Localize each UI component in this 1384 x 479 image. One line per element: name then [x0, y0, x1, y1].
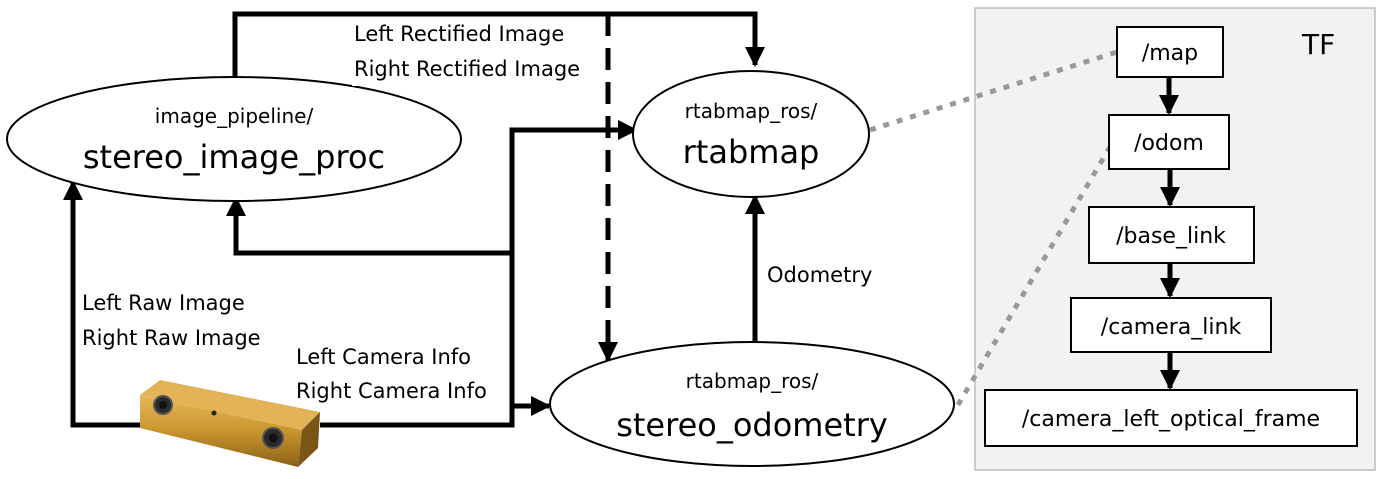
node-stereo-odometry: rtabmap_ros/ stereo_odometry	[549, 341, 955, 467]
edge-camera-info-to-image-proc	[226, 196, 512, 256]
tf-frame-camera-link: /camera_link	[1070, 297, 1272, 353]
tf-frame-label: /base_link	[1116, 224, 1226, 249]
tf-frame-odom: /odom	[1108, 114, 1230, 170]
odometry-edge-label: Odometry	[767, 263, 872, 287]
camera-info-right-label: Right Camera Info	[296, 379, 487, 403]
node-package-label: image_pipeline/	[155, 104, 314, 128]
node-stereo-image-proc: image_pipeline/ stereo_image_proc	[6, 76, 462, 202]
edge-rectified-to-rtabmap	[232, 11, 765, 77]
camera-info-left-label: Left Camera Info	[296, 345, 471, 369]
edge-raw-to-image-proc	[63, 180, 150, 428]
tf-frame-label: /camera_left_optical_frame	[1022, 407, 1320, 432]
tf-frame-camera-left-optical-frame: /camera_left_optical_frame	[984, 389, 1358, 447]
rectified-label-background	[352, 18, 602, 86]
raw-right-label: Right Raw Image	[82, 326, 261, 350]
node-rtabmap: rtabmap_ros/ rtabmap	[632, 70, 870, 198]
rectified-left-label: Left Rectified Image	[354, 22, 564, 46]
tf-frame-base-link: /base_link	[1088, 206, 1255, 264]
edge-camera-to-odometry	[320, 396, 551, 428]
tf-title: TF	[1301, 28, 1335, 61]
edge-camera-info-to-rtabmap	[509, 120, 638, 425]
node-name-label: stereo_odometry	[616, 406, 888, 444]
node-name-label: stereo_image_proc	[83, 138, 385, 176]
odometry-to-odom-dotted-line	[955, 133, 1120, 407]
node-package-label: rtabmap_ros/	[686, 369, 819, 393]
raw-left-label: Left Raw Image	[82, 291, 245, 315]
rtabmap-to-map-dotted-line	[869, 49, 1118, 133]
tf-frame-map: /map	[1116, 26, 1224, 78]
rectified-right-label: Right Rectified Image	[354, 57, 580, 81]
tf-frame-label: /camera_link	[1101, 315, 1242, 340]
node-package-label: rtabmap_ros/	[685, 99, 818, 123]
tf-frame-label: /odom	[1134, 131, 1204, 156]
node-name-label: rtabmap	[683, 133, 820, 171]
tf-frame-label: /map	[1142, 41, 1198, 66]
stereo-camera-icon	[140, 380, 320, 467]
